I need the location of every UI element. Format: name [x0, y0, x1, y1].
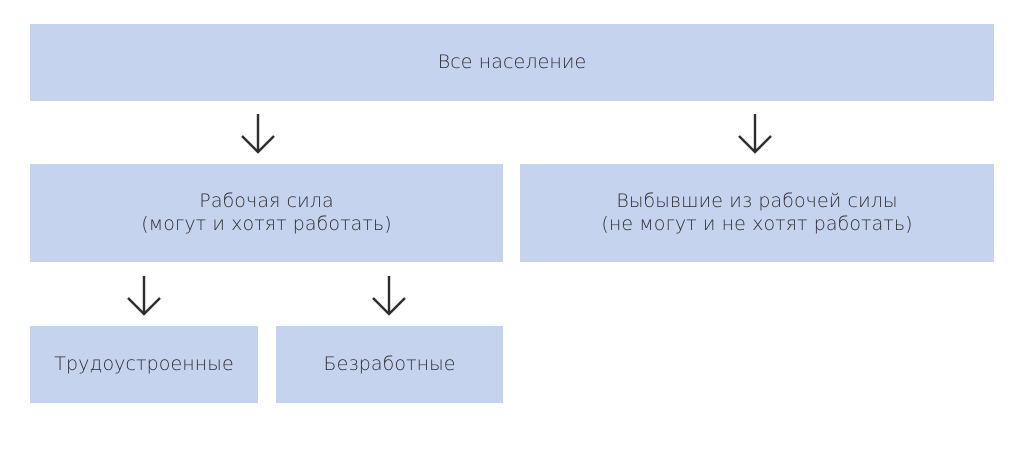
- arrow-to-employed-icon: [127, 276, 161, 316]
- labor-force-subtitle: (могут и хотят работать): [141, 213, 392, 235]
- labor-force-box: Рабочая сила (могут и хотят работать): [30, 164, 503, 262]
- arrow-down-icon: [124, 274, 164, 318]
- root-box-all-population: Все население: [30, 24, 994, 101]
- out-of-labor-force-subtitle: (не могут и не хотят работать): [601, 213, 913, 235]
- root-label: Все население: [437, 51, 587, 73]
- unemployed-box: Безработные: [276, 326, 503, 403]
- labor-force-title: Рабочая сила: [199, 190, 334, 212]
- employed-label: Трудоустроенные: [54, 353, 234, 375]
- arrow-to-out-of-labor-force-icon: [738, 114, 772, 154]
- arrow-to-unemployed-icon: [372, 276, 406, 316]
- out-of-labor-force-box: Выбывшие из рабочей силы (не могут и не …: [520, 164, 994, 262]
- arrow-down-icon: [735, 112, 775, 156]
- arrow-to-labor-force-icon: [241, 114, 275, 154]
- employed-box: Трудоустроенные: [30, 326, 258, 403]
- arrow-down-icon: [238, 112, 278, 156]
- out-of-labor-force-title: Выбывшие из рабочей силы: [616, 190, 898, 212]
- unemployed-label: Безработные: [323, 353, 456, 375]
- arrow-down-icon: [369, 274, 409, 318]
